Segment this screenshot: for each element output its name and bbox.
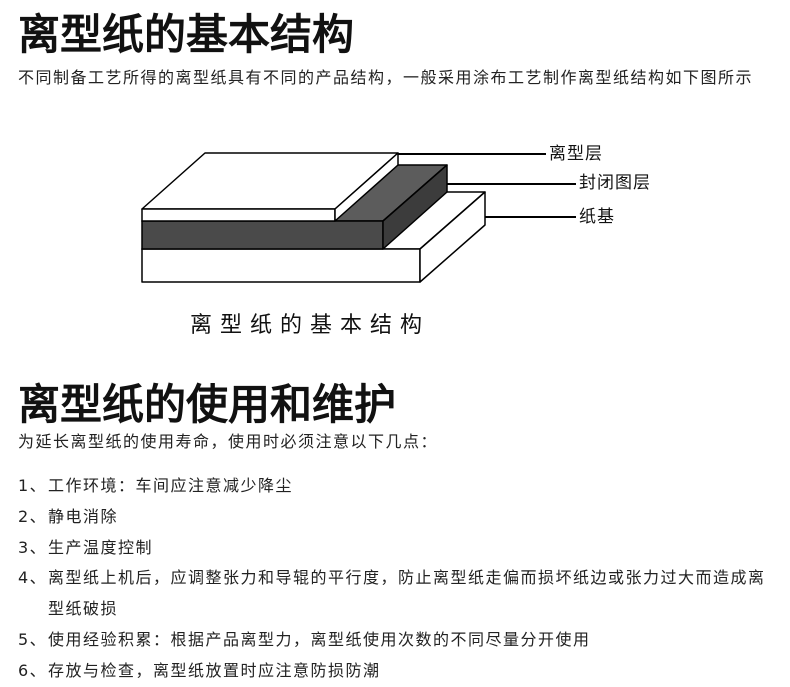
list-item-number: 1、 bbox=[18, 476, 48, 495]
release-layer-side-face bbox=[334, 152, 399, 222]
list-item-text: 离型纸上机后，应调整张力和导辊的平行度，防止离型纸走偏而损坏纸边或张力过大而造成… bbox=[48, 568, 766, 619]
paper-base-side-face bbox=[419, 191, 486, 283]
list-item-text: 工作环境：车间应注意减少降尘 bbox=[48, 476, 294, 495]
layer-structure-diagram bbox=[141, 152, 576, 283]
sealing-layer-front-face bbox=[141, 220, 384, 250]
list-item-text: 生产温度控制 bbox=[48, 537, 154, 557]
list-item-number: 6、 bbox=[18, 660, 48, 680]
list-item-number: 3、 bbox=[18, 537, 48, 557]
release-layer-label: 离型层 bbox=[549, 144, 603, 164]
paper-base-label: 纸基 bbox=[579, 207, 615, 227]
list-item-text: 静电消除 bbox=[48, 506, 119, 526]
list-item-text: 存放与检查，离型纸放置时应注意防损防潮 bbox=[48, 660, 381, 680]
release-layer-block bbox=[141, 152, 399, 222]
section-title-structure: 离型纸的基本结构 bbox=[18, 10, 355, 59]
release-layer-front-face bbox=[141, 208, 336, 222]
list-item: 1、 工作环境：车间应注意减少降尘 bbox=[18, 471, 778, 502]
sealing-layer-side-face bbox=[382, 164, 448, 250]
usage-intro: 为延长离型纸的使用寿命，使用时必须注意以下几点： bbox=[18, 432, 439, 451]
diagram-caption: 离型纸的基本结构 bbox=[190, 313, 431, 338]
list-item-number: 5、 bbox=[18, 629, 48, 649]
list-item: 2、 静电消除 bbox=[18, 502, 778, 533]
paper-base-front-face bbox=[141, 248, 421, 283]
section-title-usage: 离型纸的使用和维护 bbox=[18, 380, 397, 429]
list-item-number: 2、 bbox=[18, 506, 48, 526]
list-item-text: 使用经验积累：根据产品离型力，离型纸使用次数的不同尽量分开使用 bbox=[48, 629, 591, 649]
list-item: 4、 离型纸上机后，应调整张力和导辊的平行度，防止离型纸走偏而损坏纸边或张力过大… bbox=[18, 563, 778, 625]
structure-description: 不同制备工艺所得的离型纸具有不同的产品结构，一般采用涂布工艺制作离型纸结构如下图… bbox=[18, 68, 754, 87]
list-item-number: 4、 bbox=[18, 568, 48, 588]
list-item: 6、 存放与检查，离型纸放置时应注意防损防潮 bbox=[18, 656, 778, 687]
usage-list: 1、 工作环境：车间应注意减少降尘 2、 静电消除 3、 生产温度控制 4、 离… bbox=[18, 471, 778, 687]
list-item: 3、 生产温度控制 bbox=[18, 533, 778, 564]
list-item: 5、 使用经验积累：根据产品离型力，离型纸使用次数的不同尽量分开使用 bbox=[18, 625, 778, 656]
sealing-layer-label: 封闭图层 bbox=[579, 173, 651, 193]
